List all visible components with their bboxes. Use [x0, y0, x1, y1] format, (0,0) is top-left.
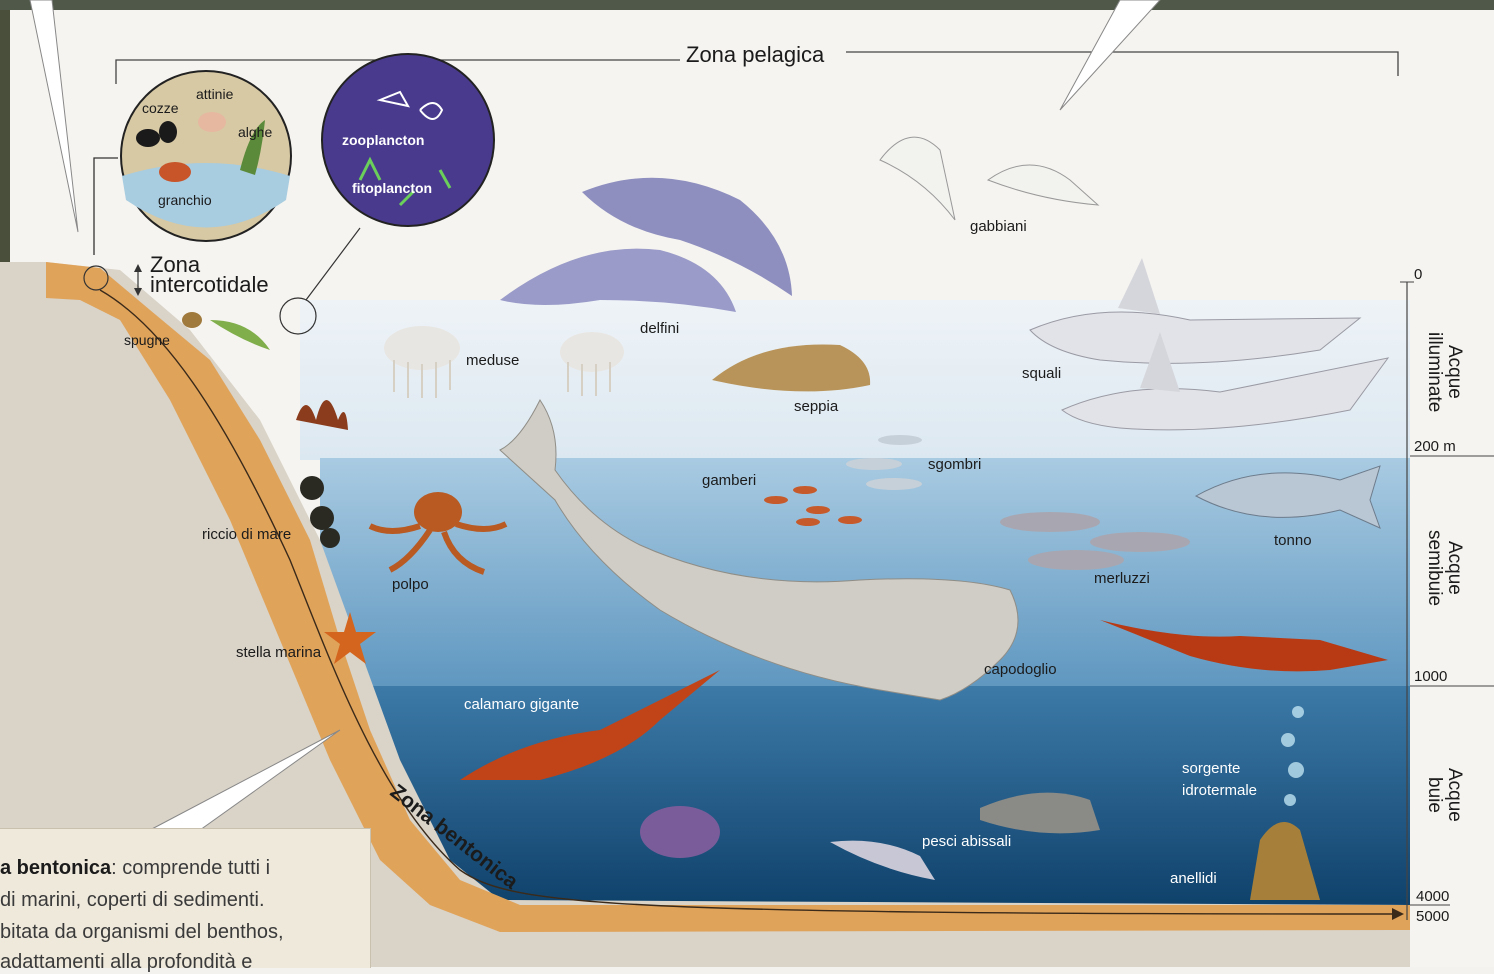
anglerfish-icon	[640, 806, 720, 858]
organism-label-gamberi: gamberi	[702, 472, 756, 489]
depth-label: 0	[1414, 266, 1422, 283]
depth-label: 200 m	[1414, 438, 1456, 455]
organism-label-polpo: polpo	[392, 576, 429, 593]
organism-label-sorgente-1: sorgente	[1182, 760, 1240, 777]
caption-line-1-rest: : comprende tutti i	[111, 857, 270, 879]
inset-label: attinie	[196, 86, 233, 102]
inset-label: granchio	[158, 192, 212, 208]
organism-label-spugne: spugne	[124, 332, 170, 348]
organism-label-capodoglio: capodoglio	[984, 661, 1057, 678]
urchin-icon	[300, 476, 324, 500]
sponge-icon	[182, 312, 202, 328]
organism-label-stella: stella marina	[236, 644, 321, 661]
organism-label-calamaro: calamaro gigante	[464, 696, 579, 713]
organism-label-anellidi: anellidi	[1170, 870, 1217, 887]
inset-label: zooplancton	[342, 132, 424, 148]
organism-label-delfini: delfini	[640, 320, 679, 337]
organism-label-meduse: meduse	[466, 352, 519, 369]
caption-box: a bentonica: comprende tutti i di marini…	[0, 828, 371, 968]
layer-label-dim: Acque semibuie	[1424, 514, 1464, 622]
organism-label-merluzzi: merluzzi	[1094, 570, 1150, 587]
layer-label-lit: Acque illuminate	[1424, 312, 1464, 432]
caption-bold: a bentonica	[0, 857, 111, 879]
organism-label-sorgente-2: idrotermale	[1182, 782, 1257, 799]
caption-line-2: di marini, coperti di sedimenti.	[0, 889, 265, 912]
organism-label-sgombri: sgombri	[928, 456, 981, 473]
layer-label-dark: Acque buie	[1424, 760, 1464, 830]
organism-label-squali: squali	[1022, 365, 1061, 382]
organism-label-gabbiani: gabbiani	[970, 218, 1027, 235]
organism-label-riccio: riccio di mare	[202, 526, 291, 543]
organism-label-pesci-abissali: pesci abissali	[922, 833, 1011, 850]
mussel-icon	[136, 129, 160, 147]
anemone-icon	[198, 112, 226, 132]
inset-label: alghe	[238, 124, 272, 140]
depth-label: 1000	[1414, 668, 1447, 685]
organism-label-seppia: seppia	[794, 398, 838, 415]
depth-label: 4000	[1416, 888, 1449, 905]
caption-line-4: adattamenti alla profondità e	[0, 951, 252, 974]
caption-line-1: a bentonica: comprende tutti i	[0, 857, 270, 880]
inset-label: fitoplancton	[352, 180, 432, 196]
zone-intertidal-label-2: intercotidale	[150, 274, 269, 295]
urchin-icon	[320, 528, 340, 548]
depth-label: 5000	[1416, 908, 1449, 925]
inset-label: cozze	[142, 100, 179, 116]
urchin-icon	[310, 506, 334, 530]
caption-line-3: bitata da organismi del benthos,	[0, 921, 284, 944]
crab-icon	[159, 162, 191, 182]
zone-pelagic-label: Zona pelagica	[686, 42, 824, 68]
organism-label-tonno: tonno	[1274, 532, 1312, 549]
